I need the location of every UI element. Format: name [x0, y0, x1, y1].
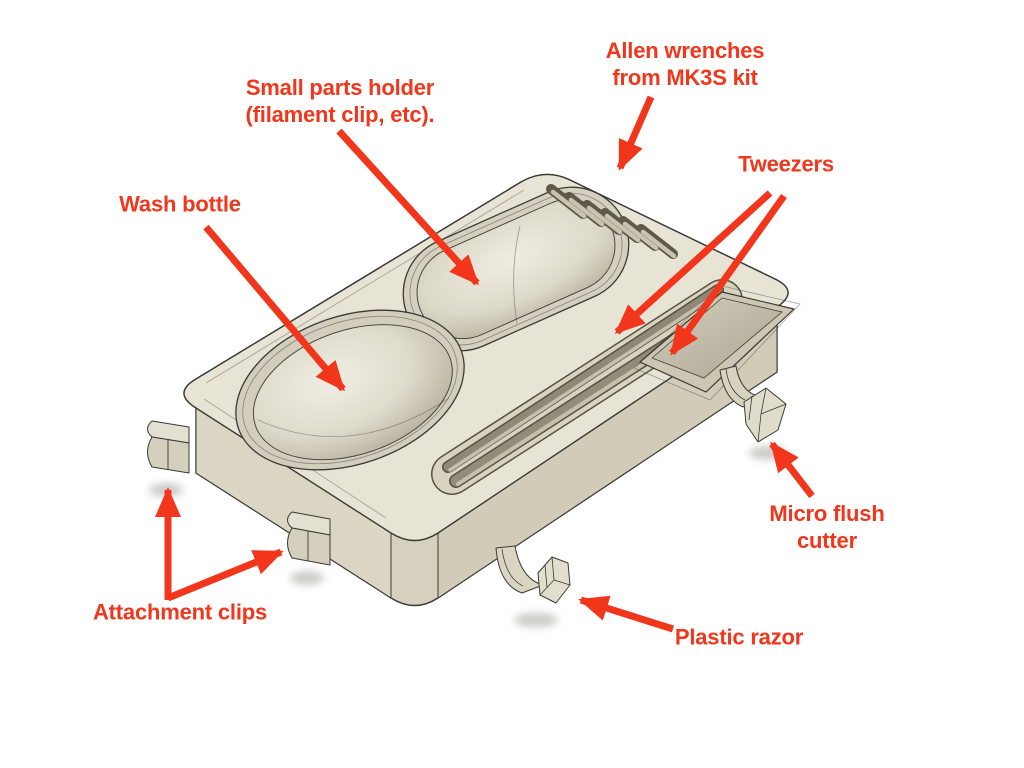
label-micro-flush-cutter: Micro flush cutter: [769, 500, 884, 554]
label-tweezers: Tweezers: [738, 151, 834, 177]
micro-cutter-clip: [719, 365, 787, 443]
storage-pocket: [633, 285, 801, 401]
annotation-arrows: [155, 95, 815, 633]
label-plastic-razor: Plastic razor: [674, 624, 804, 650]
arrow-wash-bottle: [203, 224, 346, 392]
label-small-parts-line1: Small parts holder: [245, 75, 435, 100]
arrow-tweezers-b: [669, 193, 787, 356]
arrow-small-parts: [336, 128, 480, 286]
label-micro-line2: cutter: [797, 528, 857, 553]
label-wash-bottle: Wash bottle: [119, 191, 241, 217]
label-small-parts: Small parts holder (filament clip, etc).: [246, 74, 435, 128]
label-micro-line1: Micro flush: [769, 501, 885, 526]
label-allen-line1: Allen wrenches: [605, 38, 765, 63]
arrow-attach-right: [166, 548, 284, 602]
label-attachment-clips: Attachment clips: [92, 599, 268, 625]
plastic-razor-clip: [495, 545, 571, 604]
arrow-micro-cutter: [769, 441, 815, 499]
label-small-parts-line2: (filament clip, etc).: [245, 102, 435, 127]
arrow-plastic-razor: [578, 595, 675, 633]
attachment-clip-left-1: [147, 420, 190, 474]
allen-wrench-slots: [546, 184, 678, 259]
arrow-tweezers-a: [614, 190, 773, 335]
arrow-allen-wrenches: [616, 95, 655, 171]
wash-bottle-recess: [235, 309, 465, 471]
small-parts-seam: [513, 225, 521, 325]
attachment-clip-left-2: [287, 511, 331, 566]
wash-bottle-seam: [257, 397, 450, 438]
label-allen-wrenches: Allen wrenches from MK3S kit: [606, 37, 765, 91]
label-allen-line2: from MK3S kit: [612, 65, 758, 90]
